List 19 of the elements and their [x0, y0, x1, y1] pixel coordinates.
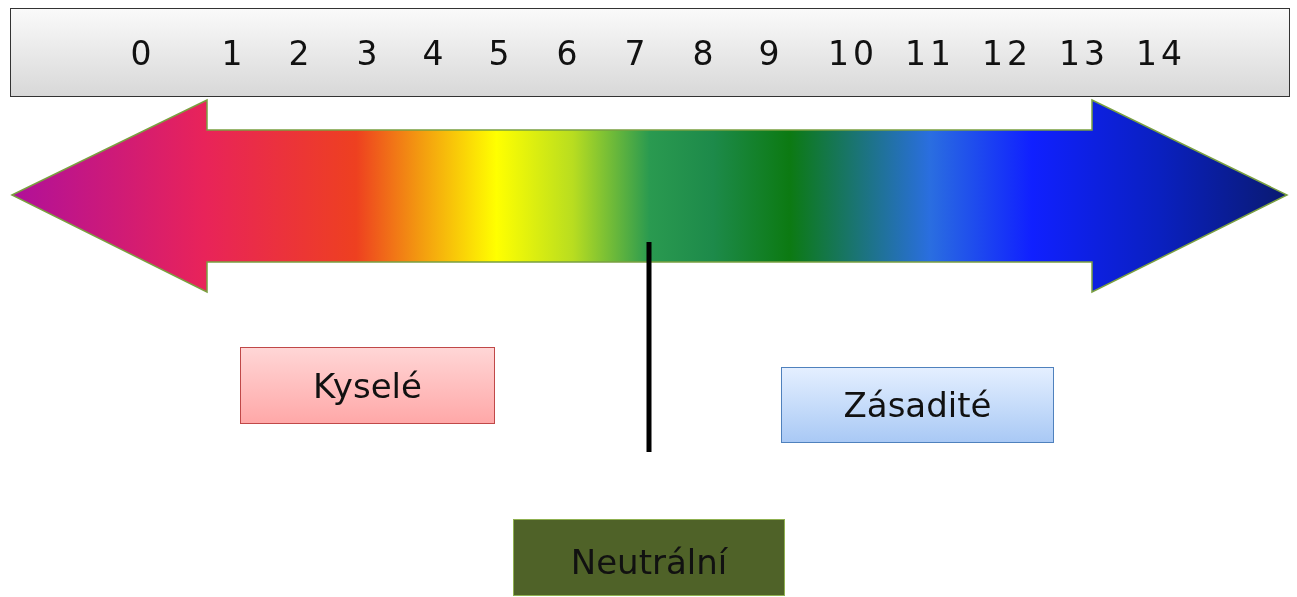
ph-value: 9 [758, 33, 784, 75]
ph-value: 0 [130, 33, 156, 75]
ph-value: 14 [1136, 33, 1186, 75]
ph-value: 10 [828, 33, 878, 75]
scale-bar [10, 8, 1290, 97]
ph-value: 5 [488, 33, 514, 75]
ph-value: 6 [556, 33, 582, 75]
ph-value: 2 [288, 33, 314, 75]
ph-value: 11 [905, 33, 955, 75]
ph-value: 4 [422, 33, 448, 75]
ph-value: 13 [1059, 33, 1109, 75]
ph-value: 1 [221, 33, 247, 75]
ph-value: 8 [692, 33, 718, 75]
category-box: Kyselé [240, 347, 495, 424]
ph-value: 3 [356, 33, 382, 75]
ph-value: 7 [624, 33, 650, 75]
category-box: Zásadité [781, 367, 1054, 443]
ph-value: 12 [982, 33, 1032, 75]
category-box: Neutrální [513, 519, 785, 596]
